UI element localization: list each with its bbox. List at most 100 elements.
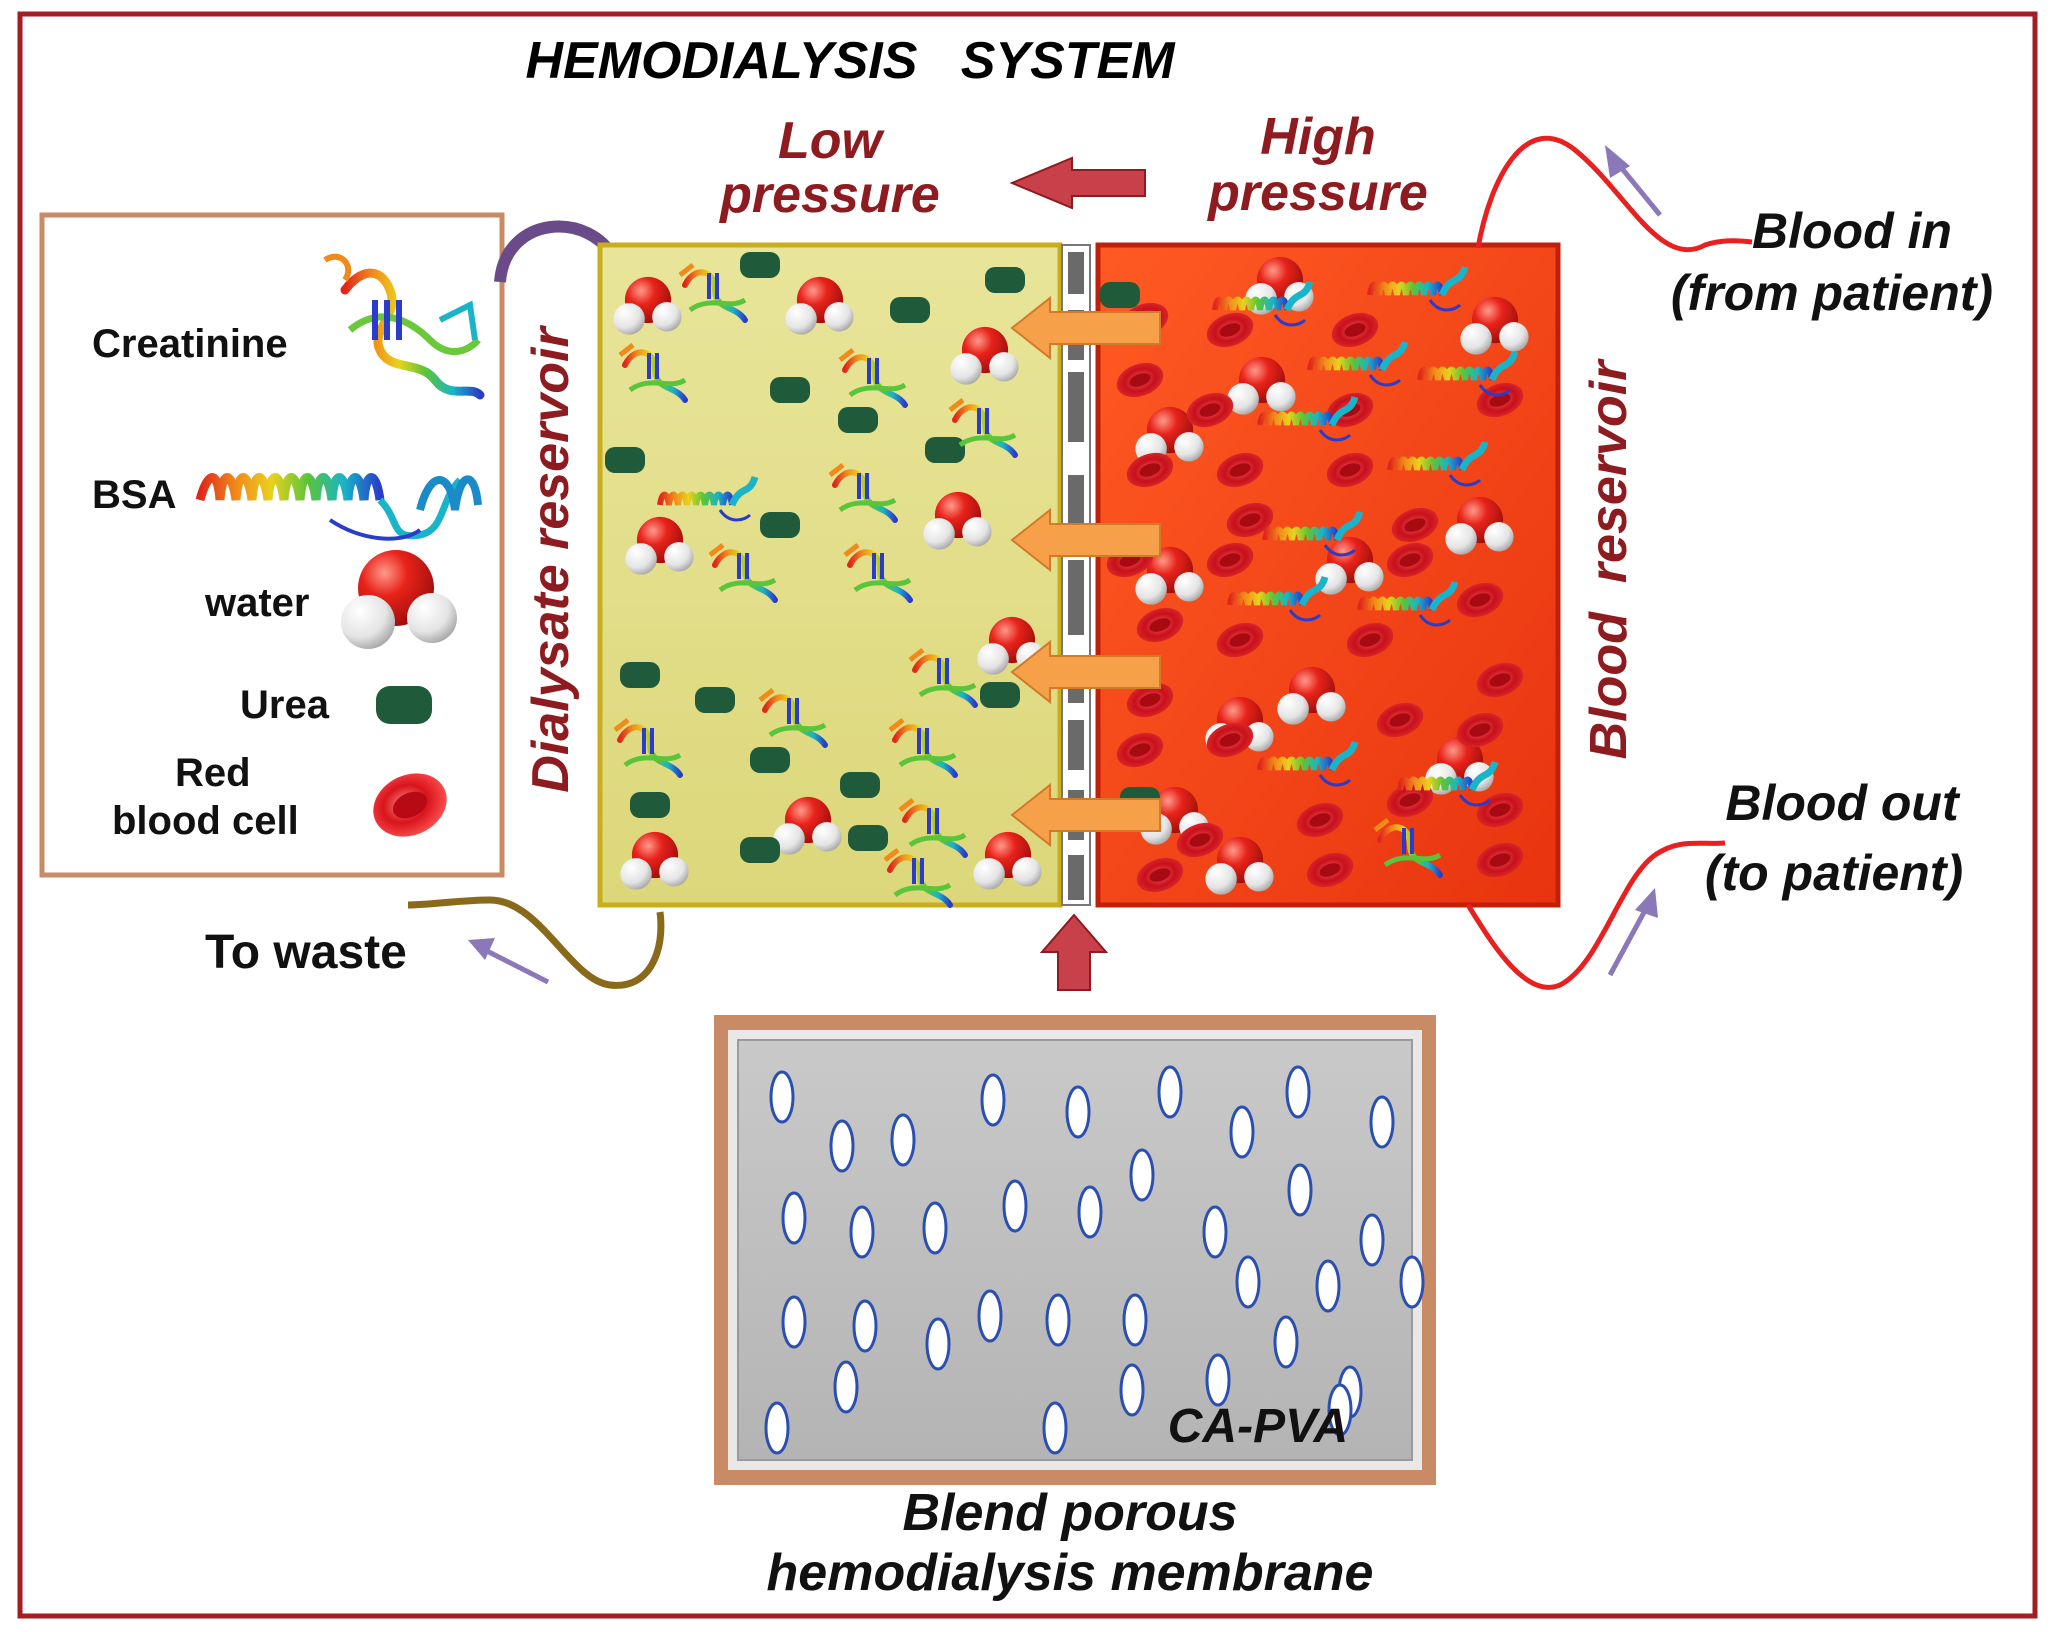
water-molecule — [625, 516, 694, 575]
membrane-pore — [1229, 1105, 1255, 1159]
legend-water-label: water — [204, 581, 310, 625]
red-blood-cell — [1126, 682, 1174, 718]
bsa-molecule — [1257, 395, 1359, 442]
blood-out-direction-arrow — [1607, 903, 1651, 977]
membrane-material-label: CA-PVA — [1168, 1400, 1348, 1453]
membrane-pore — [1077, 1185, 1103, 1239]
red-blood-cell — [1116, 362, 1164, 398]
urea-molecule — [925, 437, 965, 463]
red-blood-cell — [1476, 842, 1524, 878]
membrane-pore — [1327, 1383, 1353, 1437]
bsa-molecule — [1367, 265, 1469, 312]
red-blood-cell — [1386, 782, 1434, 818]
red-blood-cell — [1116, 732, 1164, 768]
membrane-pore — [1002, 1179, 1028, 1233]
water-molecule — [1445, 496, 1514, 555]
legend-bsa-label: BSA — [92, 473, 176, 517]
water-molecule — [923, 491, 992, 550]
red-blood-cell — [1331, 312, 1379, 348]
creatinine-molecule — [838, 348, 908, 408]
transfer-arrows — [1010, 295, 1161, 848]
bsa-molecule — [1357, 580, 1459, 627]
urea-molecule — [750, 747, 790, 773]
red-blood-cell — [1136, 607, 1184, 643]
low-pressure-label: Low pressure — [718, 112, 940, 224]
pressure-gradient-arrow — [1009, 156, 1146, 210]
water-molecule — [973, 831, 1042, 890]
red-blood-cell — [1346, 622, 1394, 658]
membrane-pore — [1045, 1293, 1071, 1347]
membrane-pore — [925, 1317, 951, 1371]
bsa-molecule — [657, 475, 759, 522]
red-blood-cell — [1296, 802, 1344, 838]
water-molecule — [785, 276, 854, 335]
outer-frame — [17, 11, 2038, 1619]
low-pressure-line2: pressure — [718, 166, 940, 224]
legend-rbc-label-line2: blood cell — [112, 799, 299, 843]
blood-out-arrowhead — [1635, 888, 1658, 918]
blood-in-arrowhead — [1605, 145, 1630, 178]
urea-molecule — [620, 662, 660, 688]
urea-molecule — [1100, 282, 1140, 308]
water-molecule — [620, 831, 689, 890]
red-blood-cell — [1216, 452, 1264, 488]
blood-out-label-line2: (to patient) — [1705, 845, 1963, 901]
urea-molecule — [740, 837, 780, 863]
creatinine-molecule — [613, 718, 683, 778]
membrane-pore — [852, 1299, 878, 1353]
membrane-pore — [1359, 1213, 1385, 1267]
red-blood-cell — [1216, 622, 1264, 658]
water-molecule — [1460, 296, 1529, 355]
creatinine-molecule — [708, 543, 778, 603]
creatinine-molecule — [1373, 818, 1443, 878]
membrane-pore — [1287, 1163, 1313, 1217]
membrane-pointer-arrow — [1039, 913, 1109, 991]
red-blood-cell-icon — [373, 773, 447, 837]
membrane-pore — [833, 1360, 859, 1414]
transfer-arrow — [1010, 639, 1161, 705]
membrane-caption-line2: hemodialysis membrane — [767, 1544, 1374, 1602]
membrane-pore — [764, 1401, 790, 1455]
bsa-molecule — [1257, 740, 1359, 787]
red-blood-cell — [1186, 392, 1234, 428]
high-pressure-line1: High — [1260, 108, 1376, 166]
creatinine-molecule — [618, 343, 688, 403]
water-molecule — [1135, 406, 1204, 465]
membrane-pore — [890, 1113, 916, 1167]
high-pressure-line2: pressure — [1206, 164, 1428, 222]
blood-out-line — [1465, 840, 1726, 990]
legend-border — [39, 212, 505, 878]
creatinine-molecule — [758, 688, 828, 748]
blood-in-label-line1: Blood in — [1752, 203, 1952, 259]
creatinine-structure-icon — [323, 253, 485, 400]
bsa-molecule — [1262, 510, 1364, 557]
urea-molecule — [740, 252, 780, 278]
bsa-molecule — [1417, 350, 1519, 397]
legend-box: Creatinine BSA water Urea Red blood cell — [39, 212, 505, 878]
water-molecule — [1227, 356, 1296, 415]
water-molecule — [1315, 536, 1384, 595]
membrane-pore — [849, 1205, 875, 1259]
urea-molecule — [985, 267, 1025, 293]
urea-molecule — [630, 792, 670, 818]
creatinine-molecule — [948, 398, 1018, 458]
transfer-arrow — [1010, 507, 1161, 573]
membrane-pore — [977, 1289, 1003, 1343]
red-blood-cell — [1456, 582, 1504, 618]
water-molecule-icon — [341, 550, 457, 649]
water-molecule — [613, 276, 682, 335]
urea-molecule — [605, 447, 645, 473]
creatinine-molecule — [828, 463, 898, 523]
red-blood-cell — [1126, 452, 1174, 488]
membrane-pore — [769, 1070, 795, 1124]
membrane-pore — [781, 1191, 807, 1245]
red-blood-cell — [1206, 722, 1254, 758]
membrane-pore — [781, 1295, 807, 1349]
red-blood-cell — [1306, 852, 1354, 888]
membrane-pore — [1042, 1401, 1068, 1455]
membrane-pore — [1157, 1065, 1183, 1119]
membrane-pore — [1273, 1315, 1299, 1369]
legend-creatinine-label: Creatinine — [92, 322, 288, 366]
creatinine-molecule — [888, 718, 958, 778]
blood-in-line — [1475, 135, 1753, 253]
